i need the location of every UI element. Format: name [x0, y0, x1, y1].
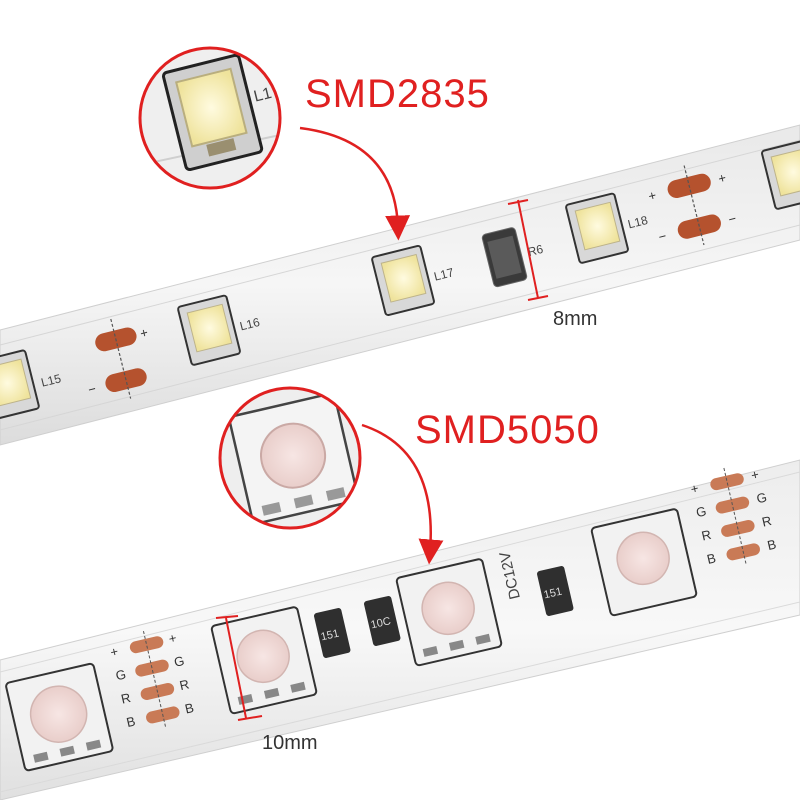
top-led-strip: L15 + − L16 L17 R6 [0, 124, 800, 446]
svg-text:R: R [700, 527, 713, 544]
bottom-solder-pads-right: + G R B + G R B [689, 467, 778, 567]
svg-text:−: − [657, 228, 668, 244]
svg-text:+: + [750, 467, 761, 483]
svg-text:B: B [183, 700, 195, 717]
top-solder-pads-left: + − [87, 318, 149, 399]
pad-plus-label: + [138, 325, 149, 341]
bottom-dimension-marker [215, 615, 263, 721]
led-label-l16: L16 [238, 315, 261, 334]
rgb-led-chip-1 [5, 662, 114, 772]
svg-text:+: + [647, 187, 658, 203]
svg-text:−: − [727, 211, 738, 227]
top-dimension-marker [507, 199, 549, 301]
rgb-led-chip-4 [590, 508, 698, 617]
svg-text:B: B [705, 550, 717, 567]
rgb-led-chip-2 [210, 606, 318, 715]
svg-text:B: B [766, 536, 778, 553]
rgb-pad-b: B [125, 713, 137, 730]
led-chip-l17: L17 [371, 244, 456, 317]
bottom-resistor-2: 10C [364, 596, 401, 646]
rgb-pad-g: G [114, 666, 127, 683]
rgb-pad-plus: + [109, 644, 120, 660]
bottom-resistor-1: 151 [314, 608, 351, 658]
rgb-pad-r: R [120, 690, 133, 707]
smd2835-label: SMD2835 [305, 72, 490, 116]
svg-text:+: + [717, 170, 728, 186]
resistor-label-r6: R6 [526, 242, 545, 259]
bottom-led-strip: + G R B + G R B 151 [0, 459, 800, 801]
rgb-led-chip-3 [395, 558, 503, 667]
led-label-l17: L17 [432, 265, 455, 284]
led-chip-l18: L18 [565, 192, 650, 264]
dimension-10mm-label: 10mm [262, 732, 318, 754]
top-solder-pads-right: + + − − [647, 165, 738, 246]
zoom-silk-l1: L1 [252, 85, 273, 106]
led-chip-l16: L16 [177, 294, 262, 366]
bottom-resistor-3: 151 [537, 566, 574, 616]
svg-text:+: + [689, 480, 700, 496]
svg-text:R: R [760, 513, 773, 530]
svg-text:G: G [755, 489, 768, 506]
dimension-8mm-label: 8mm [553, 308, 598, 330]
led-label-l18: L18 [626, 213, 649, 232]
pad-minus-label: − [87, 381, 98, 397]
resistor-code-2: 10C [370, 615, 392, 631]
bottom-solder-pads-left: + G R B + G R B [109, 630, 195, 730]
svg-text:G: G [695, 503, 708, 520]
svg-text:G: G [173, 653, 186, 670]
svg-text:+: + [167, 630, 178, 646]
smd5050-zoom-callout [218, 386, 444, 565]
led-chip-l15: L15 [0, 349, 63, 422]
resistor-code-1: 151 [320, 628, 341, 644]
led-label-l15: L15 [40, 371, 63, 390]
top-resistor-r6: R6 [481, 227, 545, 288]
led-chip-partial-right [761, 138, 800, 210]
resistor-code-3: 151 [543, 586, 564, 602]
svg-text:R: R [178, 676, 191, 693]
smd5050-label: SMD5050 [415, 408, 600, 452]
smd2835-zoom-callout: L1 [138, 46, 411, 241]
